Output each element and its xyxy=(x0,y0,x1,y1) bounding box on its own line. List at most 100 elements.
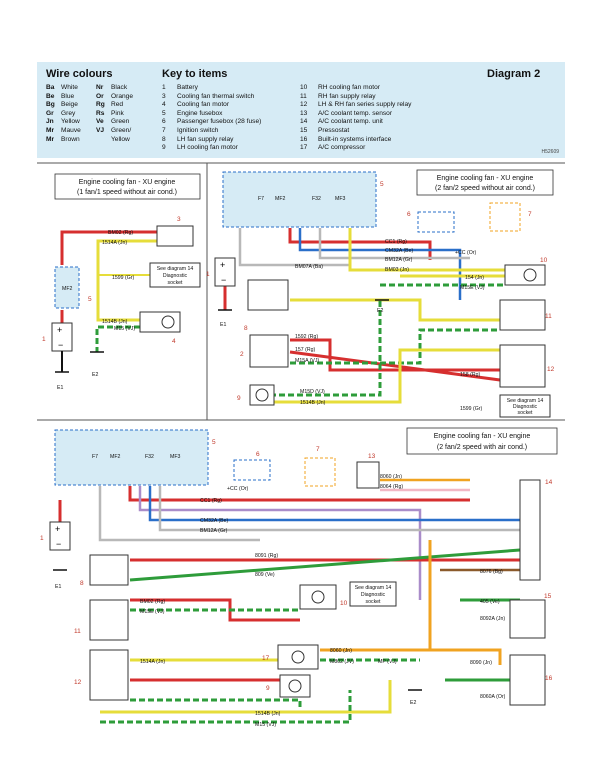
item-number-11-b: 11 xyxy=(545,313,552,320)
colour-cell: Jn xyxy=(46,118,54,126)
label-1514b-a: 1514B (Jn) xyxy=(102,319,128,325)
compressor-c xyxy=(277,644,319,670)
label-m15d-b: M15D (VJ) xyxy=(300,389,325,395)
label-1599-b: 1599 (Gr) xyxy=(460,406,482,412)
wire-m15e2-c xyxy=(130,698,302,710)
e2-label-b: E2 xyxy=(377,308,383,314)
item-number-8-c: 8 xyxy=(80,580,84,587)
item-number-1-a: 1 xyxy=(42,336,46,343)
label-1592-b: 1592 (Rg) xyxy=(295,334,318,340)
label-bm12a-c: BM12A (Gr) xyxy=(200,528,228,534)
item-number-9-b: 9 xyxy=(237,395,241,402)
colour-cell: Nr xyxy=(96,84,104,91)
item-number-3: 3 xyxy=(177,216,181,223)
wire-1514a-a xyxy=(96,239,160,322)
key-item: Battery xyxy=(177,84,198,91)
key-item: A/C compressor xyxy=(318,144,366,152)
colour-cell: Beige xyxy=(61,101,78,109)
item-number-12-b: 12 xyxy=(547,366,555,373)
key-item: Pressostat xyxy=(318,127,350,134)
panel-b-title-2: (2 fan/2 speed without air cond.) xyxy=(435,185,535,192)
key-item: 12 xyxy=(300,101,308,109)
panel-a-title-box xyxy=(54,173,201,200)
coolant-temp-sensor-c xyxy=(356,461,380,489)
compressor-icon-c xyxy=(291,650,305,664)
wire-m15-a xyxy=(95,325,140,352)
e2-label-c: E2 xyxy=(410,700,416,706)
see-diagram-a: See diagram 14 xyxy=(157,266,194,272)
colour-cell: Be xyxy=(46,92,55,100)
item-number-16-c: 16 xyxy=(545,675,553,682)
panel-c-title-1: Engine cooling fan - XU engine xyxy=(434,433,531,440)
label-m15-a: M15 (VJ) xyxy=(114,326,135,332)
rh-fan-relay-c xyxy=(89,599,129,641)
rh-fan-relay-11-b xyxy=(499,299,546,331)
key-item: RH fan supply relay xyxy=(318,92,376,100)
wire-bm12a-b xyxy=(318,228,470,260)
rh-fan-motor-c xyxy=(299,584,337,610)
wire-bm07a-b xyxy=(238,228,350,267)
key-item: LH fan supply relay xyxy=(177,135,234,143)
socket-b: socket xyxy=(518,410,534,416)
item-number-14-c: 14 xyxy=(545,479,553,486)
label-cc-c: +CC (Or) xyxy=(227,486,248,492)
item-number-7-c: 7 xyxy=(316,446,320,453)
see-diagram-c: See diagram 14 xyxy=(355,585,392,591)
colour-cell: Gr xyxy=(46,109,54,117)
engine-fusebox-b xyxy=(222,171,377,228)
key-item: 10 xyxy=(300,84,308,91)
wire-cc1-c xyxy=(128,486,470,502)
item-number-5-b: 5 xyxy=(380,181,384,188)
wire-8060-c xyxy=(320,648,502,665)
diagnostic-b: Diagnostic xyxy=(513,404,538,410)
colour-cell: VJ xyxy=(96,127,105,134)
colour-cell: Ba xyxy=(46,84,55,91)
item-number-5-a: 5 xyxy=(88,296,92,303)
lh-fan-relay-b xyxy=(247,279,289,311)
see-diagram-box-a xyxy=(149,262,201,288)
item-number-10-b: 10 xyxy=(540,257,548,264)
item-number-11-c: 11 xyxy=(74,628,81,635)
battery-plus-icon-a: + xyxy=(57,325,62,335)
rh-fan-relay-b xyxy=(249,334,289,368)
colour-cell: Green xyxy=(111,118,130,126)
item-number-7-b: 7 xyxy=(528,211,532,218)
colour-cell: Rs xyxy=(96,109,105,117)
battery-minus-icon-c: − xyxy=(56,539,61,549)
motor-icon-b9 xyxy=(255,388,269,402)
ignition-switch-b xyxy=(489,202,521,232)
battery-minus-icon-b: − xyxy=(221,275,226,285)
label-bm02-a: BM02 (Rg) xyxy=(108,230,133,236)
item-number-1-c: 1 xyxy=(40,535,44,542)
item-number-8-b: 8 xyxy=(244,325,248,332)
e2-label-a: E2 xyxy=(92,372,98,378)
key-item: 1 xyxy=(162,84,166,91)
key-item: A/C coolant temp. sensor xyxy=(318,109,393,117)
fan-motor-a xyxy=(139,311,181,333)
colour-cell: Bg xyxy=(46,101,55,109)
see-diagram-box-b xyxy=(499,394,551,418)
wire-colours-title: Wire colours xyxy=(46,68,113,80)
label-158-b: 158 (Rg) xyxy=(460,372,480,378)
lh-fan-relay-c xyxy=(89,554,129,586)
label-8060-c: 8060 (Jn) xyxy=(330,648,352,654)
colour-cell: Black xyxy=(111,84,128,91)
key-item: 15 xyxy=(300,127,308,134)
battery-plus-icon-b: + xyxy=(220,260,225,270)
panel-b-title-1: Engine cooling fan - XU engine xyxy=(437,175,534,182)
label-cc-b: +CC (Or) xyxy=(455,250,476,256)
key-item: 14 xyxy=(300,118,308,126)
colour-cell: Yellow xyxy=(111,135,130,143)
battery-c xyxy=(49,521,71,551)
key-item: 5 xyxy=(162,109,166,117)
panel-a-title-1: Engine cooling fan - XU engine xyxy=(79,179,176,186)
passenger-fusebox-b xyxy=(417,211,455,233)
diagnostic-a: Diagnostic xyxy=(163,273,188,279)
label-bm03-b: BM03 (Jn) xyxy=(385,267,409,273)
socket-c: socket xyxy=(366,599,382,605)
socket-a: socket xyxy=(168,280,184,286)
label-mp-c: MP (VJ) xyxy=(378,659,397,665)
key-item: 9 xyxy=(162,144,166,152)
colour-cell: Pink xyxy=(111,109,124,117)
wire-bm07b-c xyxy=(138,486,422,600)
